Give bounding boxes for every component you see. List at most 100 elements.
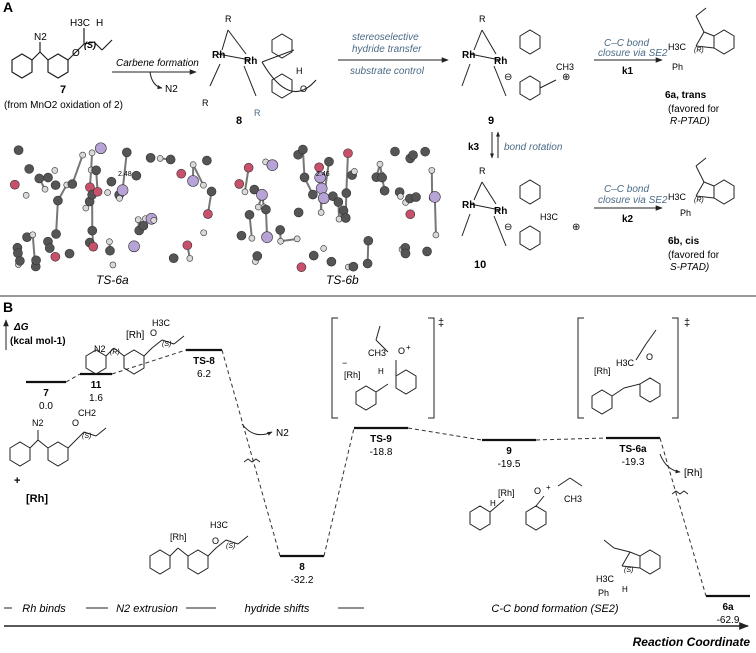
r-label: R xyxy=(479,166,486,176)
atom xyxy=(51,229,61,239)
rh-out-arrow xyxy=(659,453,681,474)
cc-label-1: C–C bond xyxy=(604,184,649,195)
atom xyxy=(317,192,330,205)
h3c-label: H3C xyxy=(152,318,171,328)
arrow-1-label: Carbene formation xyxy=(116,58,199,69)
atom xyxy=(328,191,338,202)
atom xyxy=(10,179,20,190)
stereo-label: (S) xyxy=(226,543,235,550)
atom xyxy=(202,155,212,166)
product-6b xyxy=(695,157,735,205)
atom xyxy=(128,240,140,253)
n2-label: N2 xyxy=(34,32,47,43)
arrow-2-mid: hydride transfer xyxy=(352,44,422,55)
connector xyxy=(323,427,355,557)
atom xyxy=(296,262,307,273)
cc-label-2: closure via SE2 xyxy=(598,48,668,59)
o-label: O xyxy=(646,352,653,362)
atom xyxy=(109,261,117,269)
minus-label: ⊖ xyxy=(504,72,512,83)
atom xyxy=(243,162,254,173)
o-label: O xyxy=(72,418,79,428)
r-label: R xyxy=(254,108,261,118)
h-label: H xyxy=(490,499,496,508)
atom xyxy=(340,213,351,223)
ph-label: Ph xyxy=(672,62,683,72)
atom xyxy=(182,240,193,251)
atom xyxy=(105,245,115,256)
atom xyxy=(79,151,86,159)
bond xyxy=(192,164,205,186)
stage-label: Rh binds xyxy=(22,603,66,615)
atom xyxy=(189,161,197,168)
stereo-label: (S) xyxy=(82,433,91,440)
r-label: R xyxy=(225,14,232,24)
atom xyxy=(308,250,319,261)
atom xyxy=(390,146,400,157)
k1-label: k1 xyxy=(622,66,634,77)
n2-label: N2 xyxy=(94,344,106,354)
ts-6a-distance: 2.48 xyxy=(118,171,132,178)
atom xyxy=(200,181,207,189)
atom xyxy=(236,230,247,241)
atom xyxy=(343,148,353,159)
rh-label: [Rh] xyxy=(126,330,145,341)
stage-label: N2 extrusion xyxy=(116,603,178,615)
atom xyxy=(244,209,255,220)
n2-label: N2 xyxy=(32,418,44,428)
compound-7-number: 7 xyxy=(60,84,66,96)
dagger: ‡ xyxy=(438,317,444,329)
compound-7 xyxy=(11,28,113,79)
structure-11 xyxy=(85,335,185,375)
n2-out-label: N2 xyxy=(276,428,289,439)
stage-label: hydride shifts xyxy=(245,603,310,615)
atom xyxy=(44,243,55,253)
ts-6b-model xyxy=(234,144,441,273)
dagger: ‡ xyxy=(684,317,690,329)
atom xyxy=(106,238,113,245)
h3c-label: H3C xyxy=(596,574,615,584)
ts-6a-model xyxy=(10,142,217,272)
r-label: R xyxy=(479,14,486,24)
h-label: H xyxy=(296,66,303,76)
h-label: H xyxy=(96,18,103,29)
level-name: 11 xyxy=(91,380,102,391)
atom xyxy=(277,237,284,245)
ph-label: Ph xyxy=(598,588,609,598)
atom xyxy=(168,253,179,264)
o-label: O xyxy=(300,84,307,94)
rh-label: Rh xyxy=(212,50,225,61)
connector xyxy=(659,437,707,597)
y-axis-unit: (kcal mol-1) xyxy=(10,336,66,347)
r-label: R xyxy=(202,98,209,108)
atom xyxy=(376,160,384,168)
atom xyxy=(88,149,96,157)
level-value: 1.6 xyxy=(89,393,103,404)
atom xyxy=(186,255,194,262)
n2-release: N2 xyxy=(165,84,178,95)
atom xyxy=(88,241,99,252)
bond xyxy=(55,200,59,235)
product-6b-note1: (favored for xyxy=(668,250,720,261)
bond xyxy=(345,153,349,194)
atom xyxy=(34,173,45,184)
o-label: O xyxy=(72,48,80,59)
rh-label: [Rh] xyxy=(344,370,361,380)
h-label: H xyxy=(378,367,384,376)
atom xyxy=(422,246,432,257)
atom xyxy=(53,195,63,206)
atom xyxy=(299,172,310,183)
rh-label: [Rh] xyxy=(170,532,187,542)
connector xyxy=(65,373,81,383)
rh-label: [Rh] xyxy=(498,488,515,498)
ts-6a-sketch xyxy=(577,317,679,419)
atom xyxy=(362,258,373,269)
atom xyxy=(51,167,59,174)
rh-dimer-9 xyxy=(461,29,557,101)
axis-break xyxy=(671,490,689,495)
stereo-label: (S) xyxy=(624,567,633,574)
n2-out-arrow xyxy=(241,423,273,436)
ts-6a-label: TS-6a xyxy=(96,273,129,287)
